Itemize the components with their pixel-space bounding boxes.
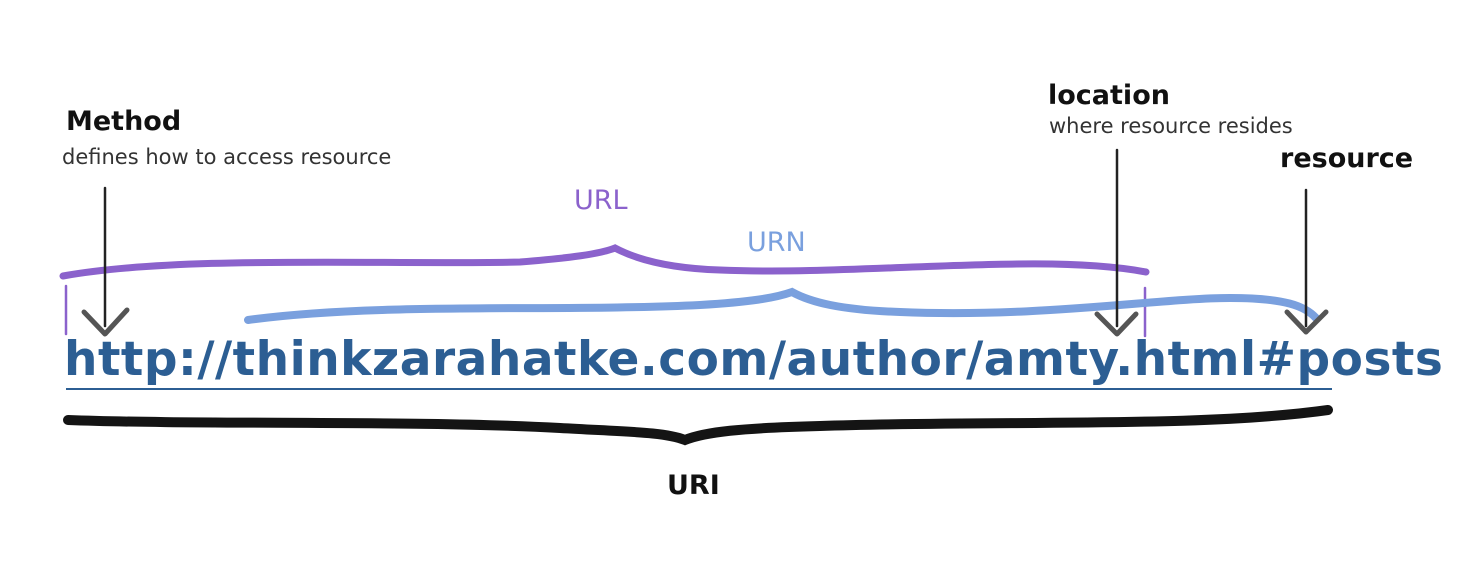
url-label: URL — [574, 185, 628, 216]
url-brace — [59, 244, 1150, 280]
resource-arrow-head — [1284, 309, 1329, 335]
urn-label: URN — [747, 227, 806, 258]
method-description: defines how to access resource — [62, 145, 392, 169]
location-description: where resource resides — [1049, 114, 1293, 138]
method-title: Method — [66, 106, 182, 137]
urn-brace — [244, 287, 1320, 324]
method-arrow-head — [81, 307, 130, 337]
location-title: location — [1048, 80, 1170, 111]
uri-brace — [63, 405, 1333, 446]
example-uri: http://thinkzarahatke.com/author/amty.ht… — [64, 332, 1444, 387]
location-arrow-head — [1094, 311, 1139, 337]
uri-label: URI — [667, 470, 720, 501]
example-uri-underline — [66, 388, 1332, 390]
resource-title: resource — [1280, 143, 1414, 174]
